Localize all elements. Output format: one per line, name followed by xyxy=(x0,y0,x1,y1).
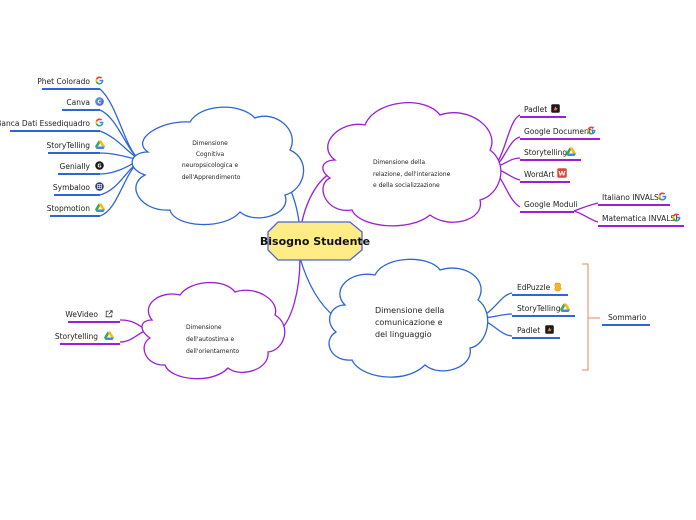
google-drive-icon xyxy=(104,331,114,340)
central-topic[interactable]: Bisogno Studente xyxy=(260,221,370,261)
cloud-cognitiva[interactable]: Dimensione Cognitiva neuropsicologica e … xyxy=(131,106,305,226)
summary-node[interactable]: Sommario xyxy=(602,313,650,326)
leaf-label: Storytelling xyxy=(524,148,567,157)
google-drive-icon xyxy=(95,140,105,149)
list-item[interactable]: Storytelling xyxy=(55,331,120,345)
connector-autostima xyxy=(279,257,301,331)
list-item[interactable]: EdPuzzle xyxy=(512,282,568,296)
summary-label: Sommario xyxy=(608,313,647,322)
connector-linguaggio xyxy=(299,257,336,318)
leaf-label: WordArt xyxy=(524,170,554,179)
cognitiva-branches xyxy=(99,88,141,217)
list-item[interactable]: Italiano INVALSI xyxy=(598,192,670,206)
leaf-label: Genially xyxy=(60,162,91,171)
linguaggio-items: EdPuzzle StoryTelling Padlet Sommario xyxy=(512,282,650,339)
list-item[interactable]: Padlet xyxy=(512,325,560,339)
leaf-label: Symbaloo xyxy=(53,183,91,192)
autostima-branches xyxy=(119,319,147,343)
list-item[interactable]: Canva xyxy=(62,97,104,111)
google-icon xyxy=(95,118,104,127)
canva-icon xyxy=(95,97,104,106)
autostima-items: WeVideo Storytelling xyxy=(55,310,120,345)
edpuzzle-icon xyxy=(554,282,562,292)
google-icon xyxy=(95,76,104,85)
summary-bracket xyxy=(582,263,600,371)
leaf-label: Storytelling xyxy=(55,332,98,341)
list-item[interactable]: Genially xyxy=(58,161,104,175)
leaf-label: Canva xyxy=(66,98,90,107)
leaf-label: StoryTelling xyxy=(517,304,561,313)
cloud-linguaggio-label: Dimensione della comunicazione e del lin… xyxy=(375,306,447,339)
cloud-relazione[interactable]: Dimensione della relazione, dell'interaz… xyxy=(322,102,502,227)
genially-icon xyxy=(95,161,104,170)
leaf-label: Google Documenti xyxy=(524,127,594,136)
leaf-label: Google Moduli xyxy=(524,200,578,209)
google-icon xyxy=(658,192,667,201)
leaf-label: Banca Dati Essediquadro xyxy=(0,119,90,128)
leaf-label: EdPuzzle xyxy=(517,283,551,292)
cloud-linguaggio[interactable]: Dimensione della comunicazione e del lin… xyxy=(328,258,489,378)
leaf-label: StoryTelling xyxy=(47,141,91,150)
external-link-icon[interactable] xyxy=(105,310,113,318)
padlet-icon xyxy=(545,325,554,334)
list-item[interactable]: WeVideo xyxy=(65,310,120,323)
leaf-label: Padlet xyxy=(524,105,547,114)
list-item[interactable]: Banca Dati Essediquadro xyxy=(0,118,104,132)
google-drive-icon xyxy=(95,203,105,212)
list-item[interactable]: Phet Colorado xyxy=(37,76,104,90)
relazione-items: Padlet Google Documenti Storytelling Wor… xyxy=(520,104,684,227)
list-item[interactable]: Google Moduli xyxy=(520,200,578,213)
list-item[interactable]: Google Documenti xyxy=(520,126,600,140)
cloud-cognitiva-label: Dimensione Cognitiva neuropsicologica e … xyxy=(182,140,241,181)
list-item[interactable]: StoryTelling xyxy=(47,140,106,154)
list-item[interactable]: Symbaloo xyxy=(53,182,104,196)
google-drive-icon xyxy=(566,147,576,156)
google-drive-icon xyxy=(560,303,570,312)
list-item[interactable]: Padlet xyxy=(520,104,566,118)
cloud-relazione-label: Dimensione della relazione, dell'interaz… xyxy=(373,159,452,189)
symbaloo-icon xyxy=(95,182,104,191)
leaf-label: Matematica INVALSI xyxy=(602,214,677,223)
list-item[interactable]: Stopmotion xyxy=(47,203,105,217)
central-topic-label: Bisogno Studente xyxy=(260,235,370,248)
cognitiva-items: Phet Colorado Canva Banca Dati Essediqua… xyxy=(0,76,106,217)
cloud-autostima[interactable]: Dimensione dell'autostima e dell'orienta… xyxy=(141,281,286,380)
leaf-label: Padlet xyxy=(517,326,540,335)
leaf-label: Italiano INVALSI xyxy=(602,193,661,202)
list-item[interactable]: StoryTelling xyxy=(512,303,575,317)
leaf-label: Stopmotion xyxy=(47,204,91,213)
list-item[interactable]: Matematica INVALSI xyxy=(598,213,684,227)
list-item[interactable]: Storytelling xyxy=(520,147,581,161)
cloud-autostima-label: Dimensione dell'autostima e dell'orienta… xyxy=(186,324,240,355)
leaf-label: WeVideo xyxy=(65,310,98,319)
padlet-icon xyxy=(551,104,560,113)
leaf-label: Phet Colorado xyxy=(37,77,90,86)
wordart-icon xyxy=(557,168,567,178)
list-item[interactable]: WordArt xyxy=(520,168,570,183)
